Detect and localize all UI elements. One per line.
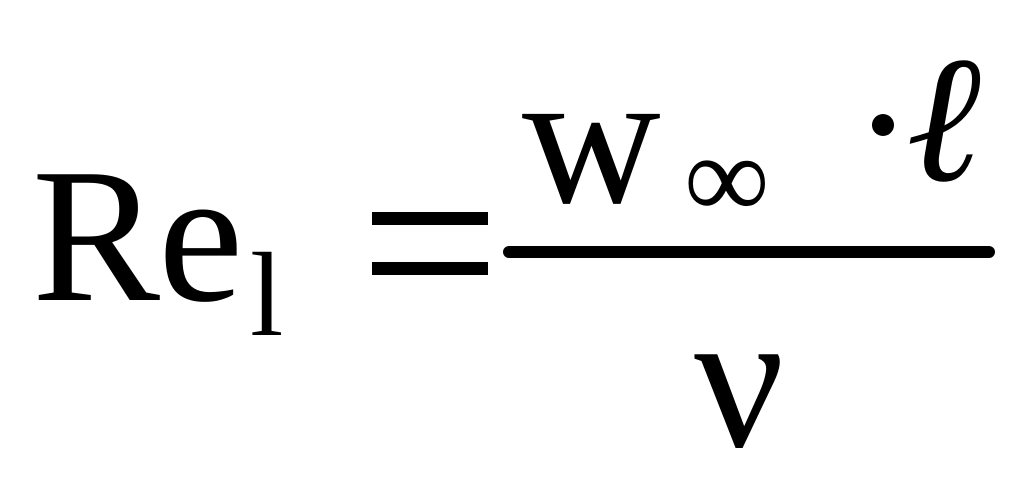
viscosity-symbol: ν xyxy=(694,269,785,490)
infinity-subscript: ∞ xyxy=(684,111,770,244)
velocity-symbol: w xyxy=(522,31,661,244)
fraction-bar xyxy=(503,246,995,258)
multiplication-dot: · xyxy=(872,114,894,136)
equals-bar-bottom xyxy=(372,262,488,275)
equals-bar-top xyxy=(372,212,488,225)
equals-sign: = xyxy=(372,212,488,276)
reynolds-symbol: Re xyxy=(32,129,243,342)
length-symbol: ℓ xyxy=(906,20,981,219)
reynolds-subscript: l xyxy=(250,228,284,361)
